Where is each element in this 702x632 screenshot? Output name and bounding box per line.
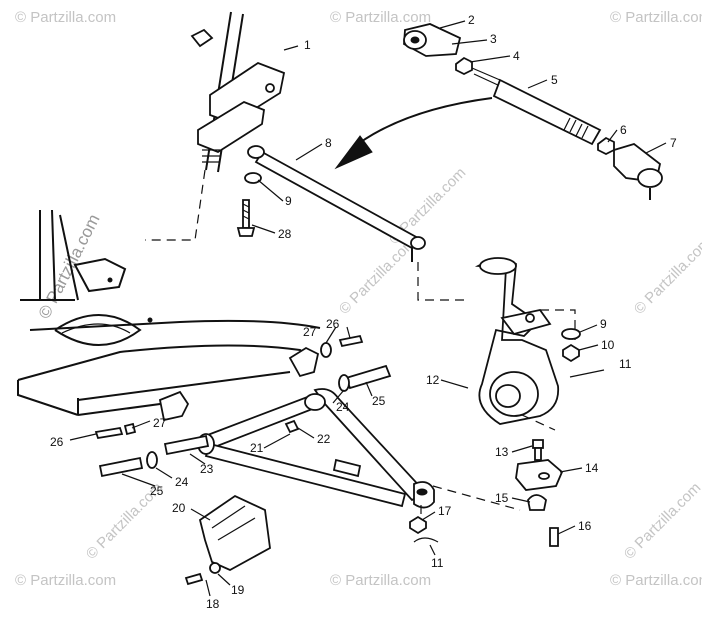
a-arm-guard bbox=[184, 494, 271, 586]
callout-number: 9 bbox=[285, 194, 292, 208]
callout-number: 14 bbox=[585, 461, 599, 475]
callout-number: 28 bbox=[278, 227, 292, 241]
chassis-frame bbox=[17, 169, 321, 422]
watermark-diagonal-text: © Partzilla.com bbox=[35, 211, 104, 322]
watermark-layer: © Partzilla.com © Partzilla.com © Partzi… bbox=[15, 9, 702, 589]
callout-number: 19 bbox=[231, 583, 245, 597]
watermark-text: © Partzilla.com bbox=[610, 9, 702, 26]
ball-joint-assembly bbox=[432, 414, 564, 547]
callout-number: 18 bbox=[206, 597, 220, 611]
callout-number: 23 bbox=[200, 462, 214, 476]
callout-number: 5 bbox=[551, 73, 558, 87]
frame-bolts bbox=[94, 422, 137, 440]
callout-number: 20 bbox=[172, 501, 186, 515]
callout-number: 25 bbox=[150, 484, 164, 498]
callout-number: 11 bbox=[431, 556, 444, 570]
callout-number: 26 bbox=[326, 317, 340, 331]
callout-number: 12 bbox=[426, 373, 440, 387]
callout-number: 27 bbox=[153, 416, 167, 430]
callout-number: 16 bbox=[578, 519, 592, 533]
callout-number: 27 bbox=[303, 325, 317, 339]
watermark-text: © Partzilla.com bbox=[15, 572, 116, 589]
watermark-text: © Partzilla.com bbox=[330, 572, 431, 589]
a-arm-pivot-hardware-left bbox=[98, 434, 210, 478]
callout-number: 4 bbox=[513, 49, 520, 63]
callout-number: 11 bbox=[619, 357, 632, 371]
watermark-text: © Partzilla.com bbox=[610, 572, 702, 589]
callout-number: 2 bbox=[468, 13, 475, 27]
callout-number: 24 bbox=[336, 400, 350, 414]
steering-spindle bbox=[417, 257, 576, 425]
spindle-hardware bbox=[561, 328, 605, 378]
callout-number: 15 bbox=[495, 491, 509, 505]
callout-number: 25 bbox=[372, 394, 386, 408]
callout-number: 24 bbox=[175, 475, 189, 489]
tie-rod-assembly bbox=[236, 23, 663, 262]
watermark-text: © Partzilla.com bbox=[15, 9, 116, 26]
steering-post bbox=[190, 11, 286, 173]
a-arm-pivot-hardware-right bbox=[320, 334, 392, 392]
watermark-text: © Partzilla.com bbox=[631, 234, 702, 317]
callout-number: 17 bbox=[438, 504, 452, 518]
callout-number: 1 bbox=[304, 38, 311, 52]
watermark-text: © Partzilla.com bbox=[621, 479, 702, 562]
callout-labels: 1 2 3 4 5 6 7 8 9 28 9 10 11 12 13 14 15… bbox=[50, 13, 677, 611]
callout-number: 26 bbox=[50, 435, 64, 449]
leader-lines bbox=[69, 20, 667, 597]
callout-number: 22 bbox=[317, 432, 331, 446]
callout-number: 21 bbox=[250, 441, 264, 455]
callout-number: 8 bbox=[325, 136, 332, 150]
callout-number: 9 bbox=[600, 317, 607, 331]
callout-number: 7 bbox=[670, 136, 677, 150]
callout-number: 3 bbox=[490, 32, 497, 46]
callout-number: 6 bbox=[620, 123, 627, 137]
a-arm bbox=[197, 388, 435, 509]
callout-number: 13 bbox=[495, 445, 509, 459]
watermark-text: © Partzilla.com bbox=[336, 234, 419, 317]
watermark-text: © Partzilla.com bbox=[330, 9, 431, 26]
callout-number: 10 bbox=[601, 338, 615, 352]
a-arm-hardware bbox=[409, 505, 439, 543]
